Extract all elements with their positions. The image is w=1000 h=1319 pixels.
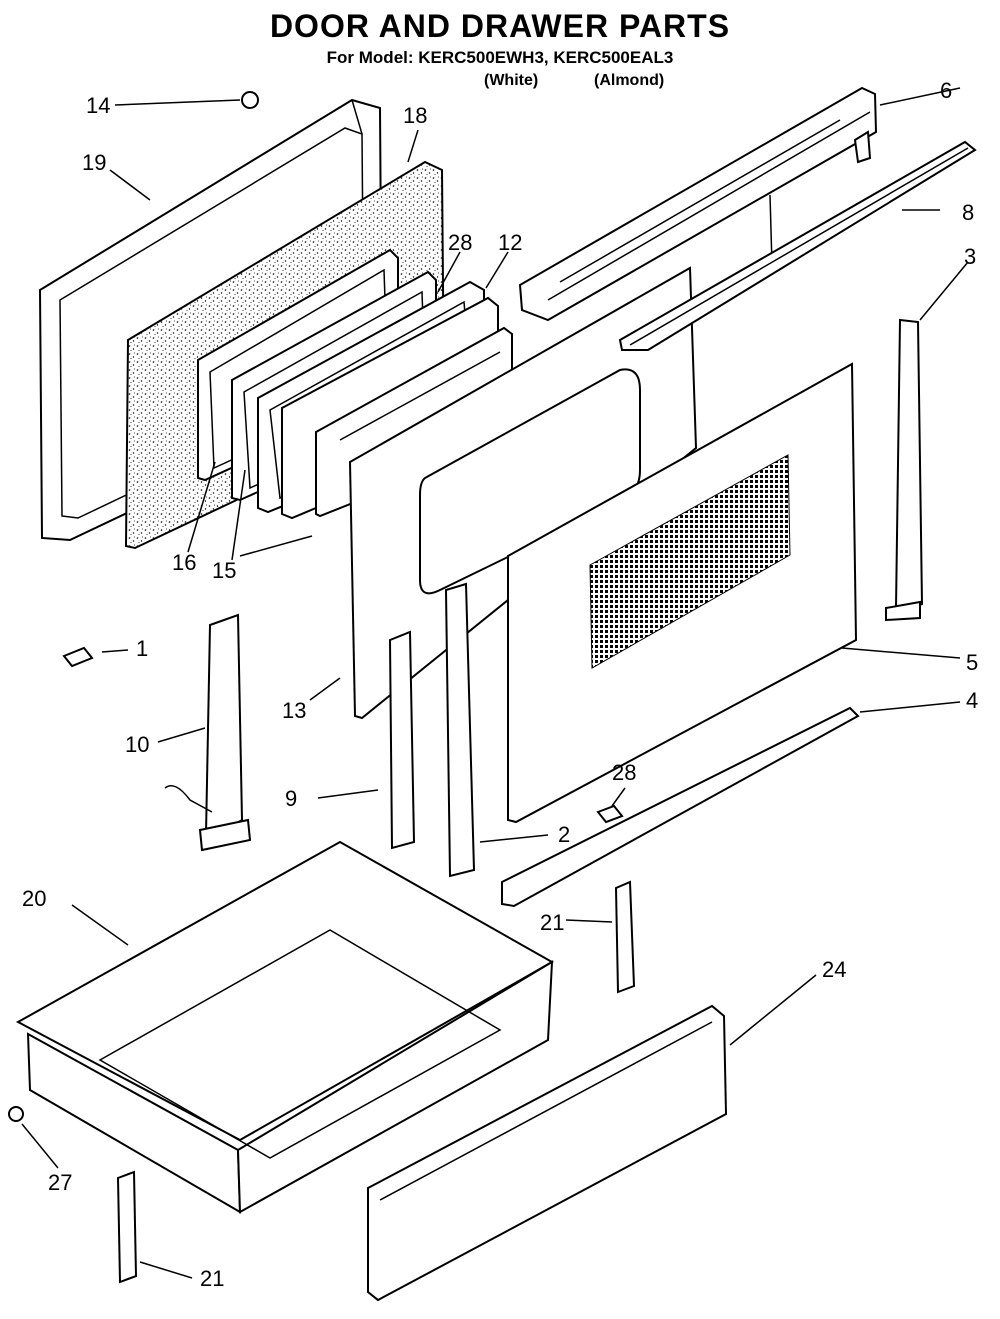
callout-labels: 14 19 18 6 8 3 28 12 16 15 1 10 13 9 2 5… xyxy=(22,78,978,1291)
outer-door-panel-5 xyxy=(507,362,858,824)
hinge-bar-4 xyxy=(501,706,860,908)
side-trim-3 xyxy=(885,318,924,622)
callout-2: 2 xyxy=(558,822,570,847)
callout-10: 10 xyxy=(125,732,149,757)
bracket-10 xyxy=(164,613,252,852)
callout-3: 3 xyxy=(964,244,976,269)
callout-28-top: 28 xyxy=(448,230,472,255)
page-title: DOOR AND DRAWER PARTS xyxy=(269,8,731,44)
clip-28 xyxy=(596,804,624,824)
callout-8: 8 xyxy=(962,200,974,225)
trim-9 xyxy=(388,630,416,850)
knob-14 xyxy=(241,91,259,109)
variant-white-label: (White) xyxy=(484,72,539,89)
callout-9: 9 xyxy=(285,786,297,811)
variant-almond-label: (Almond) xyxy=(594,72,665,89)
model-subtitle: For Model: KERC500EWH3, KERC500EAL3 xyxy=(326,48,674,67)
callout-20: 20 xyxy=(22,886,46,911)
drawer-front-24 xyxy=(367,1004,728,1302)
callout-28-bottom: 28 xyxy=(612,760,636,785)
drawer-20 xyxy=(15,840,555,1214)
leader-lines xyxy=(21,87,969,1279)
callout-5: 5 xyxy=(966,650,978,675)
callout-21-right: 21 xyxy=(540,910,564,935)
callout-27: 27 xyxy=(48,1170,72,1195)
drawer-slide-21-right xyxy=(614,880,636,994)
callout-1: 1 xyxy=(136,636,148,661)
callout-18: 18 xyxy=(403,103,427,128)
callout-14: 14 xyxy=(86,93,110,118)
callout-21-left: 21 xyxy=(200,1266,224,1291)
callout-16: 16 xyxy=(172,550,196,575)
callout-4: 4 xyxy=(966,688,978,713)
drawer-slide-21-left xyxy=(116,1170,138,1284)
callout-15: 15 xyxy=(212,558,236,583)
callout-19: 19 xyxy=(82,150,106,175)
door-liner-13 xyxy=(348,194,773,720)
trim-2 xyxy=(444,582,476,878)
screw-27 xyxy=(8,1106,24,1122)
callout-13: 13 xyxy=(282,698,306,723)
callout-6: 6 xyxy=(940,78,952,103)
vent-frame-6 xyxy=(518,86,878,322)
handle-rod-8 xyxy=(618,140,977,351)
callout-12: 12 xyxy=(498,230,522,255)
callout-24: 24 xyxy=(822,957,846,982)
clip-1 xyxy=(62,646,94,668)
